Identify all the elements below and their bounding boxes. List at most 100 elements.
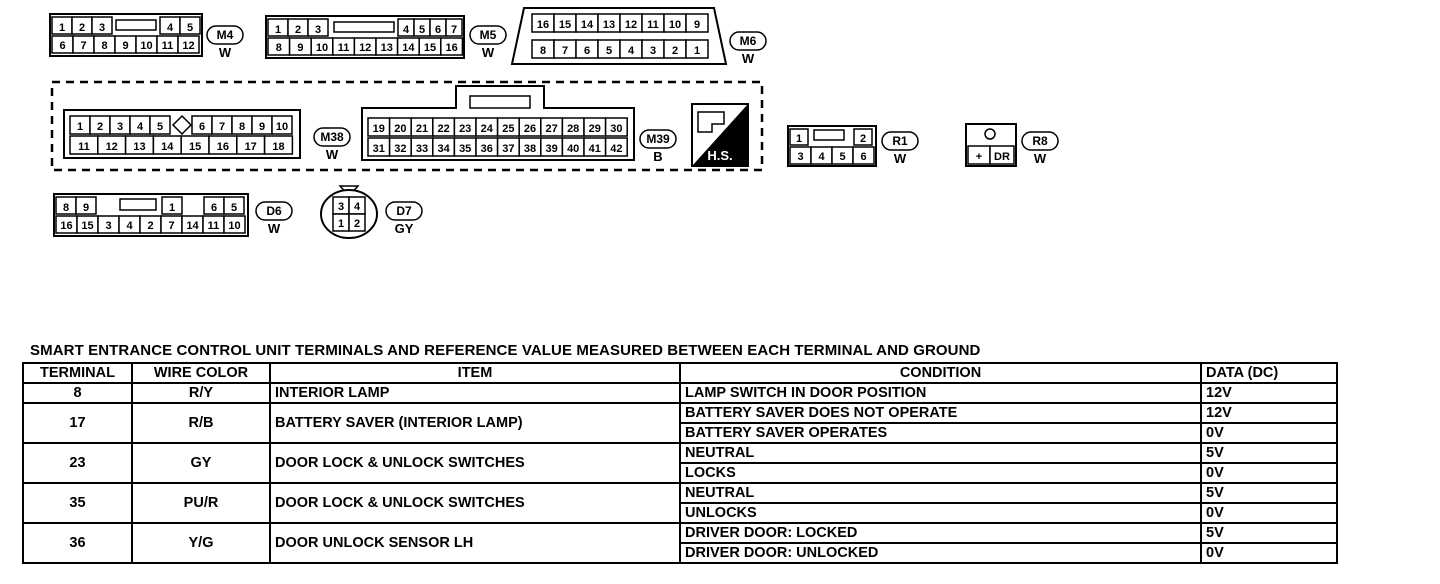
terminal-number: 3 [797, 151, 803, 163]
wire-color-cell: R/B [131, 402, 271, 444]
terminal-cell [271, 115, 293, 135]
terminal-number: 8 [276, 42, 282, 54]
hs-label: H.S. [707, 148, 732, 163]
connector-badge [1021, 131, 1059, 151]
table-row: 8 R/Y INTERIOR LAMP LAMP SWITCH IN DOOR … [22, 382, 1338, 404]
header-item: ITEM [269, 362, 681, 384]
terminal-number: 9 [694, 19, 700, 31]
terminal-cell [604, 117, 628, 137]
connector-id: M6 [740, 34, 757, 48]
terminal-reference-table: TERMINAL WIRE COLOR ITEM CONDITION DATA … [22, 362, 1338, 564]
terminal-cell [348, 213, 366, 232]
terminal-number: 2 [672, 45, 678, 57]
connector-color: W [1034, 151, 1047, 166]
terminal-number: 14 [402, 42, 415, 54]
terminal-cell: 36 [22, 522, 133, 564]
terminal-number: 11 [78, 141, 90, 153]
terminal-number: 20 [394, 123, 406, 135]
connector-id: M4 [217, 28, 234, 42]
terminal-number: 12 [106, 141, 118, 153]
connector-id: M5 [480, 28, 497, 42]
terminal-number: 16 [60, 220, 72, 232]
condition-cell: NEUTRAL [679, 442, 1202, 464]
connector-group-outline [50, 80, 764, 172]
terminal-number: 2 [147, 220, 153, 232]
item-cell: DOOR LOCK & UNLOCK SWITCHES [269, 442, 681, 484]
terminal-number: 5 [606, 45, 612, 57]
terminal-number: 29 [589, 123, 601, 135]
terminal-number: 21 [416, 123, 428, 135]
connector-color: GY [395, 221, 414, 236]
wire-color-cell: R/Y [131, 382, 271, 404]
hs-marker: H.S. [691, 103, 749, 167]
connector-key [813, 129, 845, 141]
terminal-number: 6 [860, 151, 866, 163]
terminal-number: 11 [208, 220, 220, 232]
terminal-number: 4 [167, 22, 174, 34]
terminal-number: 22 [437, 123, 449, 135]
terminal-number: 1 [59, 22, 65, 34]
connector-color: W [742, 51, 755, 66]
connector-badge [881, 131, 919, 151]
item-cell: DOOR LOCK & UNLOCK SWITCHES [269, 482, 681, 524]
data-cell: 12V [1200, 402, 1338, 424]
terminal-number: 10 [669, 19, 681, 31]
terminal-number: 16 [537, 19, 549, 31]
terminal-number: 31 [373, 143, 385, 155]
table-header-row: TERMINAL WIRE COLOR ITEM CONDITION DATA … [22, 362, 1338, 384]
terminal-number: 25 [502, 123, 514, 135]
terminal-cell [179, 16, 201, 35]
terminal-number: 9 [83, 202, 89, 214]
connector-id: D7 [396, 204, 412, 218]
connector-badge [639, 129, 677, 149]
condition-cell: BATTERY SAVER OPERATES [679, 422, 1202, 444]
terminal-number: 40 [567, 143, 579, 155]
terminal-number: 11 [162, 40, 174, 52]
terminal-number: 16 [445, 42, 457, 54]
terminal-cell [685, 13, 709, 33]
terminal-number: 14 [161, 141, 174, 153]
terminal-number: 35 [459, 143, 471, 155]
connector-badge [729, 31, 767, 51]
terminal-cell [161, 196, 183, 215]
terminal-cell [177, 35, 200, 54]
terminal-number: 33 [416, 143, 428, 155]
wire-color-cell: PU/R [131, 482, 271, 524]
table-row: BATTERY SAVER OPERATES 0V [23, 422, 1338, 444]
terminal-number: 4 [354, 201, 361, 213]
terminal-number: 30 [610, 123, 622, 135]
terminal-cell [91, 16, 113, 35]
table-row: 36 Y/G DOOR UNLOCK SENSOR LH DRIVER DOOR… [22, 522, 1338, 564]
terminal-number: 7 [451, 24, 457, 36]
terminal-number: 4 [126, 220, 133, 232]
terminal-number: 15 [559, 19, 571, 31]
terminal-cell [989, 145, 1015, 165]
terminal-cell [852, 146, 875, 165]
terminal-cell [445, 18, 463, 37]
terminal-number: 6 [435, 24, 441, 36]
terminal-number: 3 [338, 201, 344, 213]
header-terminal: TERMINAL [22, 362, 133, 384]
condition-cell: LAMP SWITCH IN DOOR POSITION [679, 382, 1202, 404]
condition-cell: UNLOCKS [679, 502, 1202, 524]
terminal-cell [789, 128, 809, 146]
item-cell: BATTERY SAVER (INTERIOR LAMP) [269, 402, 681, 444]
connector-badge [313, 127, 351, 147]
terminal-number: 5 [419, 24, 425, 36]
connector-badge [206, 25, 244, 45]
terminal-number: 6 [584, 45, 590, 57]
terminal-number: 10 [140, 40, 152, 52]
table-row: 23 GY DOOR LOCK & UNLOCK SWITCHES NEUTRA… [22, 442, 1338, 484]
connector-key [469, 95, 531, 109]
connector-icon [697, 111, 725, 133]
terminal-number: 3 [315, 24, 321, 36]
terminal-number: 13 [133, 141, 145, 153]
terminal-number: 5 [187, 22, 193, 34]
table-row: 35 PU/R DOOR LOCK & UNLOCK SWITCHES NEUT… [22, 482, 1338, 524]
terminal-cell [307, 18, 329, 37]
terminal-number: 19 [373, 123, 385, 135]
terminal-number: 38 [524, 143, 536, 155]
terminal-cell: 23 [22, 442, 133, 484]
terminal-cell: 17 [22, 402, 133, 444]
